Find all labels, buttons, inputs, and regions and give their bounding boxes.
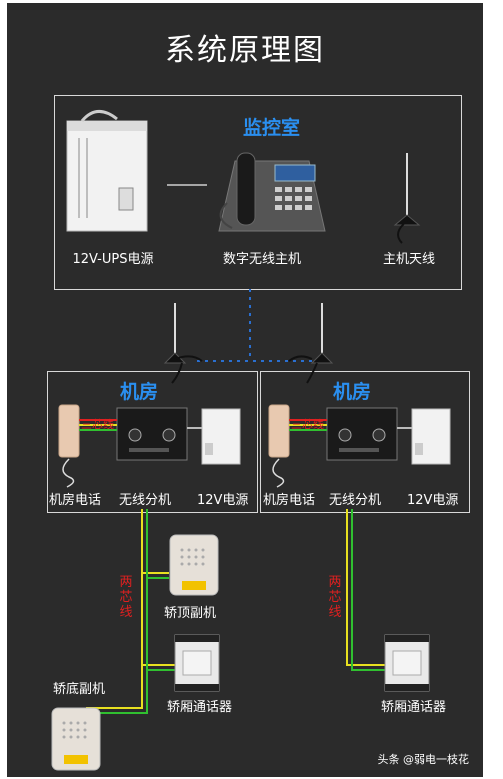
host-antenna-device bbox=[393, 153, 421, 244]
left-power-label: 12V电源 bbox=[197, 493, 249, 508]
right-three-core-label: 三芯线 bbox=[291, 418, 324, 431]
wiring-diagram bbox=[51, 110, 451, 771]
watermark: 头条 @弱电一枝花 bbox=[377, 753, 470, 766]
diagram-canvas: 系统原理图 监控室 机房 机房 bbox=[7, 3, 483, 777]
right-room-antenna bbox=[288, 303, 334, 384]
antenna-label: 主机天线 bbox=[382, 252, 435, 267]
left-two-core-label: 两芯线 bbox=[119, 575, 133, 620]
car-intercom-left-unit bbox=[174, 634, 220, 692]
car-intercom-right-label: 轿厢通话器 bbox=[381, 700, 447, 715]
right-power-unit bbox=[411, 408, 451, 465]
left-wireless-label: 无线分机 bbox=[119, 493, 172, 508]
ups-label: 12V-UPS电源 bbox=[72, 252, 154, 267]
car-bottom-label: 轿底副机 bbox=[53, 682, 106, 697]
right-wireless-label: 无线分机 bbox=[329, 493, 382, 508]
right-two-core-label: 两芯线 bbox=[328, 575, 342, 620]
left-three-core-label: 三芯线 bbox=[81, 418, 114, 431]
wireless-link-dotted bbox=[197, 289, 312, 362]
left-room-antenna bbox=[163, 303, 203, 384]
left-room-wiring bbox=[79, 419, 202, 431]
right-power-label: 12V电源 bbox=[407, 493, 459, 508]
control-room-box bbox=[54, 95, 462, 290]
right-phone-label: 机房电话 bbox=[263, 493, 316, 508]
machine-room-right-box bbox=[260, 371, 470, 513]
right-wireless-unit bbox=[326, 407, 398, 461]
right-machine-phone bbox=[268, 404, 290, 488]
car-intercom-right-unit bbox=[384, 634, 430, 692]
right-room-wiring bbox=[289, 419, 412, 431]
car-top-sub-unit bbox=[169, 534, 219, 596]
control-room-title: 监控室 bbox=[243, 117, 301, 139]
machine-room-left-box bbox=[47, 371, 258, 513]
left-phone-label: 机房电话 bbox=[49, 493, 102, 508]
machine-room-left-title: 机房 bbox=[120, 381, 159, 403]
left-wireless-unit bbox=[116, 407, 188, 461]
machine-room-right-title: 机房 bbox=[333, 381, 372, 403]
car-top-label: 轿顶副机 bbox=[164, 606, 217, 621]
car-bottom-sub-unit bbox=[51, 707, 101, 771]
left-power-unit bbox=[201, 408, 241, 465]
host-label: 数字无线主机 bbox=[222, 252, 301, 267]
left-machine-phone bbox=[58, 404, 80, 488]
wireless-host-device bbox=[218, 152, 326, 232]
right-two-core-cable bbox=[346, 509, 385, 671]
ups-power-device bbox=[66, 110, 148, 232]
diagram-title: 系统原理图 bbox=[165, 33, 325, 68]
car-intercom-left-label: 轿厢通话器 bbox=[167, 700, 233, 715]
